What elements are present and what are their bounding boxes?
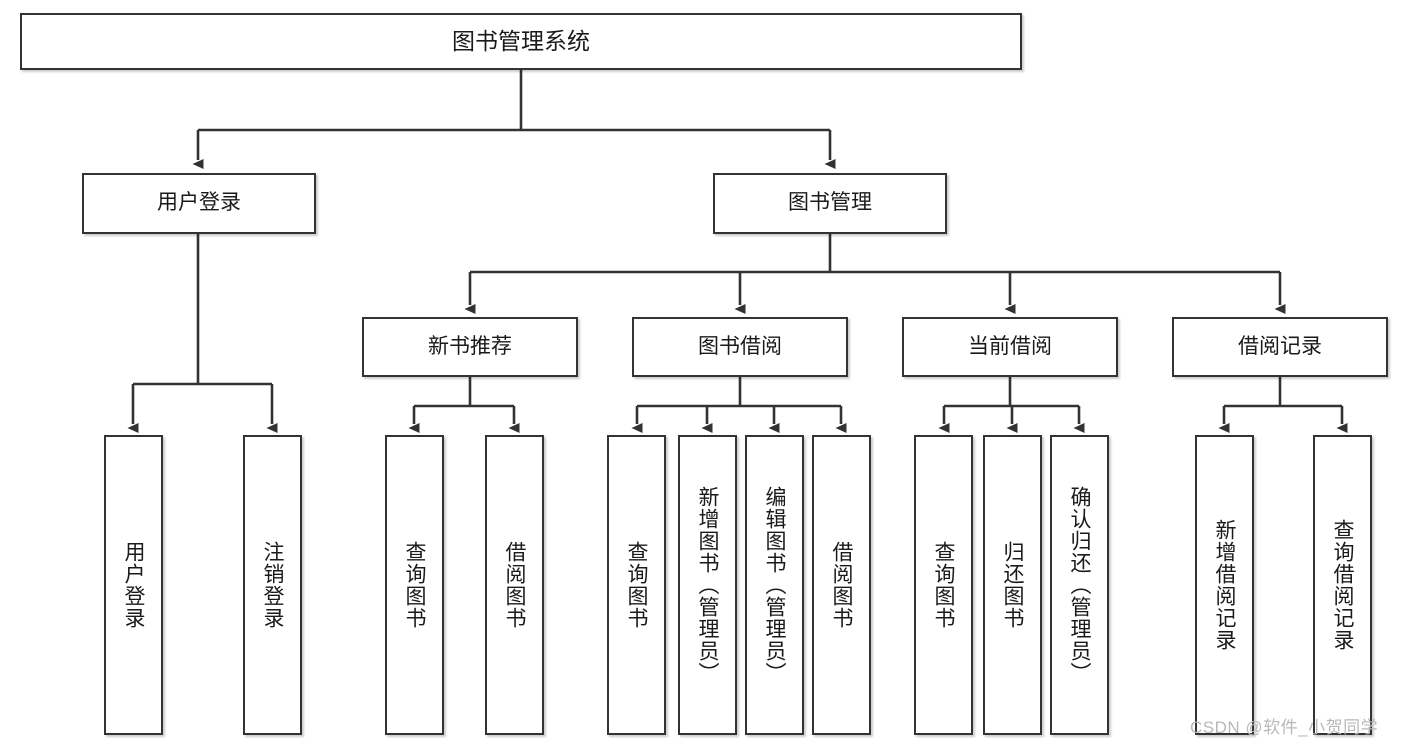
node-current-borrow-label: 当前借阅 [968, 334, 1052, 358]
node-leaf-add-book[interactable]: 新增图书（管理员） [678, 435, 737, 735]
node-leaf-user-login[interactable]: 用户登录 [104, 435, 163, 735]
node-borrow-record[interactable]: 借阅记录 [1172, 317, 1388, 377]
node-leaf-query-book-1[interactable]: 查询图书 [385, 435, 444, 735]
node-leaf-logout[interactable]: 注销登录 [243, 435, 302, 735]
node-book-management[interactable]: 图书管理 [713, 173, 947, 234]
node-leaf-edit-book[interactable]: 编辑图书（管理员） [745, 435, 804, 735]
node-leaf-borrow-book-1-label: 借阅图书 [503, 541, 526, 629]
node-leaf-confirm-return-label: 确认归还（管理员） [1068, 486, 1091, 684]
node-new-book-recommend[interactable]: 新书推荐 [362, 317, 578, 377]
node-leaf-return-book-label: 归还图书 [1001, 541, 1024, 629]
node-leaf-logout-label: 注销登录 [261, 541, 284, 629]
node-leaf-query-book-1-label: 查询图书 [403, 541, 426, 629]
node-leaf-add-book-label: 新增图书（管理员） [696, 486, 719, 684]
node-leaf-borrow-book-2[interactable]: 借阅图书 [812, 435, 871, 735]
node-borrow-record-label: 借阅记录 [1238, 334, 1322, 358]
node-leaf-return-book[interactable]: 归还图书 [983, 435, 1042, 735]
node-user-login[interactable]: 用户登录 [82, 173, 316, 234]
node-leaf-borrow-book-2-label: 借阅图书 [830, 541, 853, 629]
csdn-watermark: CSDN @软件_小贺同学 [1190, 718, 1379, 737]
node-book-borrow[interactable]: 图书借阅 [632, 317, 848, 377]
node-leaf-query-book-2[interactable]: 查询图书 [607, 435, 666, 735]
node-leaf-query-book-3[interactable]: 查询图书 [914, 435, 973, 735]
node-book-management-label: 图书管理 [788, 191, 872, 215]
node-leaf-query-record-label: 查询借阅记录 [1331, 519, 1354, 651]
node-new-book-recommend-label: 新书推荐 [428, 334, 512, 358]
node-leaf-add-record[interactable]: 新增借阅记录 [1195, 435, 1254, 735]
node-root-label: 图书管理系统 [452, 27, 590, 54]
node-current-borrow[interactable]: 当前借阅 [902, 317, 1118, 377]
node-leaf-query-record[interactable]: 查询借阅记录 [1313, 435, 1372, 735]
node-leaf-query-book-3-label: 查询图书 [932, 541, 955, 629]
node-leaf-add-record-label: 新增借阅记录 [1213, 519, 1236, 651]
node-leaf-user-login-label: 用户登录 [122, 541, 145, 629]
node-book-borrow-label: 图书借阅 [698, 334, 782, 358]
node-leaf-query-book-2-label: 查询图书 [625, 541, 648, 629]
node-user-login-label: 用户登录 [157, 191, 241, 215]
node-leaf-confirm-return[interactable]: 确认归还（管理员） [1050, 435, 1109, 735]
node-root[interactable]: 图书管理系统 [20, 13, 1022, 70]
node-leaf-borrow-book-1[interactable]: 借阅图书 [485, 435, 544, 735]
node-leaf-edit-book-label: 编辑图书（管理员） [763, 486, 786, 684]
